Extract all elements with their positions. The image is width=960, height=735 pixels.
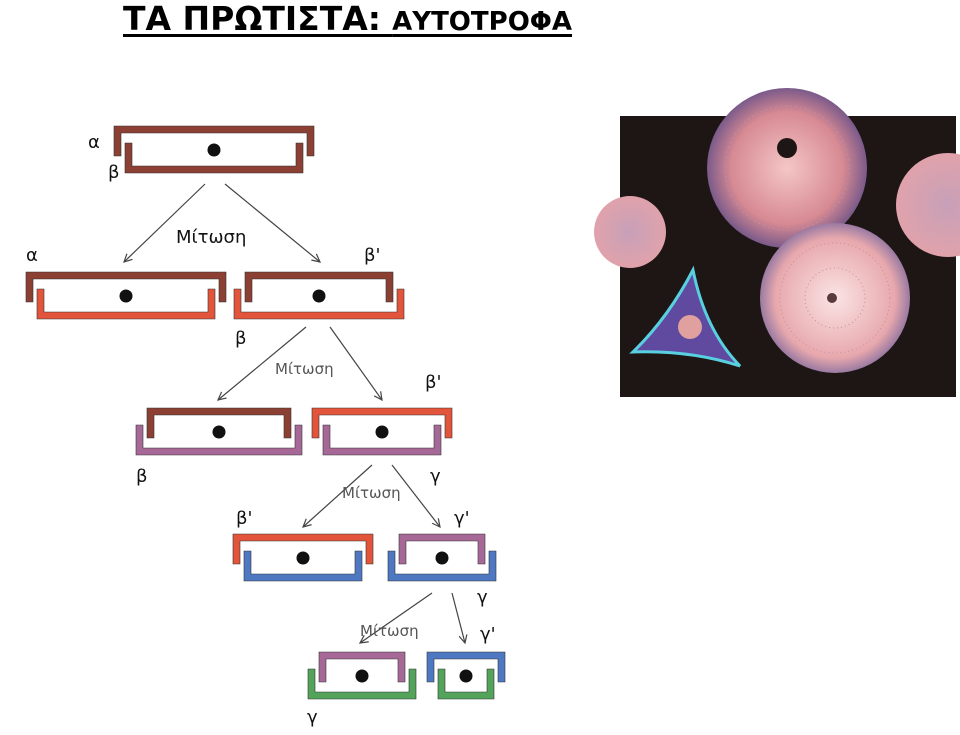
cell-gen4-right-nucleus [435, 551, 449, 565]
mitosis-arrow-2-right [329, 326, 382, 400]
label-alpha-1: α [88, 132, 100, 153]
mitosis-label-1: Μίτωση [176, 227, 246, 248]
cell-gen3-left-nucleus [212, 425, 226, 439]
cell-gen3-right [311, 407, 453, 456]
mitosis-label-2: Μίτωση [275, 360, 334, 378]
cell-gen2-right-nucleus [312, 289, 326, 303]
cells-group [25, 125, 506, 700]
label-gamma-5: γ [307, 707, 318, 728]
label-gamma-prime-4: γ' [454, 508, 470, 529]
cell-gen5-right-nucleus [459, 669, 473, 683]
cell-gen3-right-nucleus [375, 425, 389, 439]
mitosis-arrow-4-right [451, 592, 465, 643]
mitosis-arrow-1-right [224, 183, 320, 262]
label-beta-prime-2: β' [364, 245, 380, 266]
label-beta-prime-4: β' [236, 508, 252, 529]
label-beta-3: β [136, 466, 148, 487]
mitosis-label-4: Μίτωση [360, 622, 419, 640]
diatoms-photo [594, 88, 960, 397]
mitosis-arrow-4-left [360, 592, 433, 643]
label-beta-2: β [235, 328, 247, 349]
label-gamma-3: γ [430, 466, 441, 487]
cell-gen1-nucleus [207, 143, 221, 157]
cell-gen2-right [233, 271, 405, 320]
mitosis-arrow-3-right [391, 464, 440, 527]
cell-gen5-left-nucleus [355, 669, 369, 683]
label-beta-prime-3: β' [425, 372, 441, 393]
cell-gen2-left-nucleus [119, 289, 133, 303]
cell-gen4-left-nucleus [296, 551, 310, 565]
mitosis-arrow-3-left [303, 464, 373, 527]
cell-gen2-left [25, 271, 227, 320]
cell-gen1 [113, 125, 315, 174]
title-main: ΤΑ ΠΡΩΤΙΣΤΑ: [123, 0, 381, 38]
cell-gen5-right [426, 651, 506, 700]
cell-gen4-right [387, 533, 497, 582]
cell-gen3-left [135, 407, 303, 456]
mitosis-arrow-1-left [124, 183, 206, 262]
label-gamma-prime-5: γ' [480, 624, 496, 645]
title-sub: ΑΥΤΟΤΡΟΦΑ [392, 7, 573, 37]
label-gamma-4: γ [477, 587, 488, 608]
cell-gen4-left [232, 533, 374, 582]
cell-gen5-left [307, 651, 417, 700]
mitosis-arrow-2-left [218, 326, 307, 400]
page-title: ΤΑ ΠΡΩΤΙΣΤΑ: ΑΥΤΟΤΡΟΦΑ [123, 2, 572, 35]
label-alpha-2: α [26, 245, 38, 266]
mitosis-label-3: Μίτωση [342, 484, 401, 502]
label-beta-1: β [108, 162, 120, 183]
arrows-group [124, 183, 465, 643]
